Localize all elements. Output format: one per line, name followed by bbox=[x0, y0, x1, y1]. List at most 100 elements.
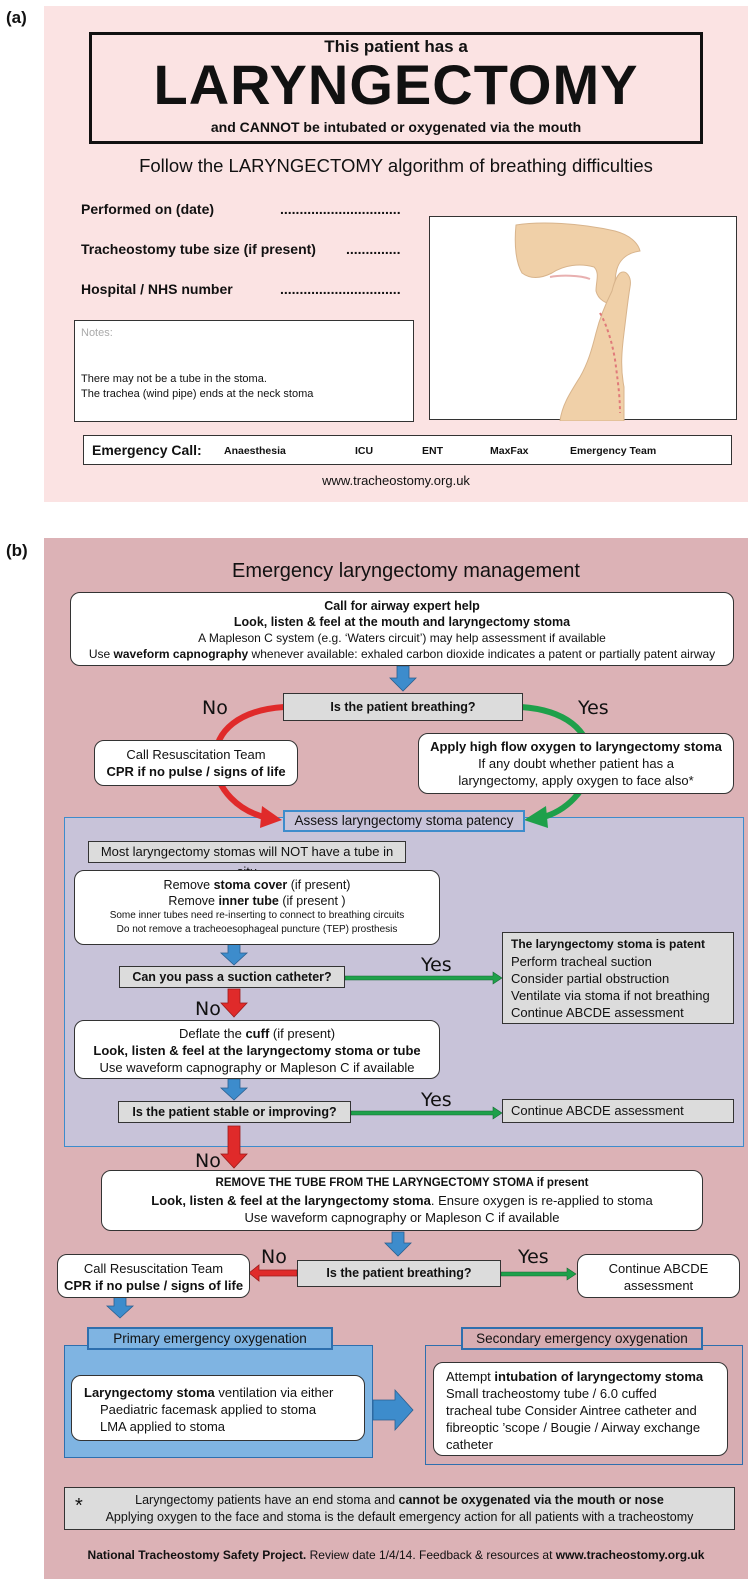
resus2-line-1: Call Resuscitation Team bbox=[83, 1261, 224, 1276]
remove-line-1: Remove stoma cover (if present) bbox=[75, 877, 439, 893]
assess-patency-header: Assess laryngectomy stoma patency bbox=[283, 810, 525, 832]
secondary-line-3: tracheal tube Consider Aintree catheter … bbox=[446, 1403, 697, 1418]
continue-abcde-box-1: Continue ABCDE assessment bbox=[502, 1099, 734, 1123]
footer-review: Review date 1/4/14. Feedback & resources… bbox=[306, 1548, 556, 1562]
oxygen-line-2: If any doubt whether patient has a bbox=[478, 756, 674, 771]
panel-b-footer: National Tracheostomy Safety Project. Re… bbox=[44, 1548, 748, 1562]
oxygen-line-1: Apply high flow oxygen to laryngectomy s… bbox=[430, 739, 722, 754]
emergency-ent: ENT bbox=[422, 445, 443, 457]
continue2-line-1: Continue ABCDE bbox=[608, 1261, 709, 1276]
no-label-stable: No bbox=[195, 1150, 221, 1172]
primary-line-1a: Laryngectomy stoma bbox=[84, 1385, 215, 1400]
resus-line-1: Call Resuscitation Team bbox=[126, 747, 266, 762]
remove-tube-box: REMOVE THE TUBE FROM THE LARYNGECTOMY ST… bbox=[101, 1170, 703, 1231]
question-suction: Can you pass a suction catheter? bbox=[119, 966, 345, 988]
notes-line-1: There may not be a tube in the stoma. bbox=[81, 373, 267, 385]
secondary-line-1a: Attempt bbox=[446, 1369, 495, 1384]
emergency-call-title: Emergency Call: bbox=[92, 442, 202, 458]
remove-line-1c: (if present) bbox=[287, 878, 351, 892]
call-expert-box: Call for airway expert help Look, listen… bbox=[70, 592, 734, 666]
remove-tube-line-1: REMOVE THE TUBE FROM THE LARYNGECTOMY ST… bbox=[215, 1177, 589, 1189]
panel-a-label: (a) bbox=[6, 8, 27, 27]
secondary-oxygenation-header: Secondary emergency oxygenation bbox=[461, 1327, 703, 1350]
remove-line-1b: stoma cover bbox=[213, 878, 288, 892]
remove-line-2: Remove inner tube (if present ) bbox=[75, 893, 439, 909]
panel-b-title: Emergency laryngectomy management bbox=[232, 560, 580, 582]
primary-line-1: Laryngectomy stoma ventilation via eithe… bbox=[84, 1384, 364, 1401]
banner-top-text: This patient has a bbox=[324, 37, 468, 56]
call-expert-line-4: Use waveform capnography whenever availa… bbox=[71, 646, 733, 662]
remove-line-1a: Remove bbox=[163, 878, 214, 892]
line-4-bold: waveform capnography bbox=[113, 647, 249, 661]
call-expert-line-3: A Mapleson C system (e.g. ‘Waters circui… bbox=[198, 631, 606, 645]
deflate-line-3: Use waveform capnography or Mapleson C i… bbox=[99, 1060, 415, 1075]
most-stomas-note: Most laryngectomy stomas will NOT have a… bbox=[88, 841, 406, 879]
patent-item-3: Ventilate via stoma if not breathing bbox=[511, 988, 710, 1003]
resuscitation-box-2: Call Resuscitation Team CPR if no pulse … bbox=[57, 1254, 250, 1298]
question-breathing-1: Is the patient breathing? bbox=[283, 693, 523, 721]
remove-tube-line-3: Use waveform capnography or Mapleson C i… bbox=[244, 1210, 560, 1225]
remove-line-4: Do not remove a tracheoesophageal punctu… bbox=[116, 924, 398, 935]
emergency-team: Emergency Team bbox=[570, 445, 657, 457]
primary-oxygenation-header: Primary emergency oxygenation bbox=[87, 1327, 333, 1350]
footnote-line-1: Laryngectomy patients have an end stoma … bbox=[65, 1492, 734, 1509]
secondary-line-4: fibreoptic ’scope / Bougie / Airway exch… bbox=[446, 1420, 701, 1435]
remove-tube-line-2b: . Ensure oxygen is re-applied to stoma bbox=[430, 1193, 653, 1208]
deflate-cuff-box: Deflate the cuff (if present) Look, list… bbox=[74, 1020, 440, 1079]
continue2-line-2: assessment bbox=[623, 1278, 694, 1293]
patent-title: The laryngectomy stoma is patent bbox=[511, 937, 706, 951]
footnote-line-2: Applying oxygen to the face and stoma is… bbox=[105, 1510, 694, 1524]
remove-line-2b: inner tube bbox=[218, 894, 279, 908]
field-tube-size-dots[interactable]: .............. bbox=[346, 241, 401, 257]
patent-item-2: Consider partial obstruction bbox=[511, 971, 670, 986]
patent-item-4: Continue ABCDE assessment bbox=[511, 1005, 684, 1020]
secondary-line-2: Small tracheostomy tube / 6.0 cuffed bbox=[446, 1386, 657, 1401]
call-expert-line-1: Call for airway expert help bbox=[324, 599, 480, 613]
oxygen-line-3: laryngectomy, apply oxygen to face also* bbox=[458, 773, 694, 788]
panel-b-label: (b) bbox=[6, 541, 28, 560]
high-flow-oxygen-box: Apply high flow oxygen to laryngectomy s… bbox=[418, 733, 734, 794]
call-expert-line-2: Look, listen & feel at the mouth and lar… bbox=[233, 615, 571, 629]
footer-project: National Tracheostomy Safety Project. bbox=[87, 1548, 307, 1562]
footnote-star: * bbox=[75, 1495, 83, 1517]
deflate-line-2: Look, listen & feel at the laryngectomy … bbox=[93, 1043, 421, 1058]
banner-bottom-text: and CANNOT be intubated or oxygenated vi… bbox=[210, 119, 582, 135]
resus-line-2: CPR if no pulse / signs of life bbox=[106, 764, 286, 779]
remove-line-3: Some inner tubes need re-inserting to co… bbox=[109, 910, 405, 921]
deflate-line-1b: cuff bbox=[245, 1026, 270, 1041]
primary-oxygenation-box: Laryngectomy stoma ventilation via eithe… bbox=[71, 1375, 365, 1441]
primary-line-3: LMA applied to stoma bbox=[100, 1419, 226, 1434]
emergency-maxfax: MaxFax bbox=[490, 445, 529, 457]
continue-abcde-box-2: Continue ABCDE assessment bbox=[577, 1254, 740, 1298]
footnote-line-1a: Laryngectomy patients have an end stoma … bbox=[135, 1493, 399, 1507]
deflate-line-1: Deflate the cuff (if present) bbox=[75, 1025, 439, 1042]
remove-line-2a: Remove bbox=[168, 894, 219, 908]
footnote-line-1b: cannot be oxygenated via the mouth or no… bbox=[398, 1493, 664, 1507]
field-hospital-dots[interactable]: ............................... bbox=[280, 281, 401, 297]
field-tube-size-label: Tracheostomy tube size (if present) bbox=[81, 241, 316, 257]
remove-tube-line-2a: Look, listen & feel at the laryngectomy … bbox=[151, 1193, 431, 1208]
no-label-2: No bbox=[261, 1246, 287, 1268]
stoma-patent-box: The laryngectomy stoma is patent Perform… bbox=[502, 932, 734, 1024]
deflate-line-1a: Deflate the bbox=[178, 1026, 246, 1041]
primary-line-1b: ventilation via either bbox=[214, 1385, 334, 1400]
notes-box[interactable]: Notes: There may not be a tube in the st… bbox=[74, 320, 414, 422]
field-date-dots[interactable]: ............................... bbox=[280, 201, 401, 217]
laryngectomy-anatomy-illustration bbox=[514, 222, 641, 421]
no-label-suction: No bbox=[195, 998, 221, 1020]
field-hospital-label: Hospital / NHS number bbox=[81, 281, 233, 297]
question-breathing-2: Is the patient breathing? bbox=[297, 1260, 501, 1287]
follow-algorithm-text: Follow the LARYNGECTOMY algorithm of bre… bbox=[139, 155, 653, 176]
secondary-line-1b: intubation of laryngectomy stoma bbox=[494, 1369, 704, 1384]
field-date-label: Performed on (date) bbox=[81, 201, 215, 217]
yes-label-1: Yes bbox=[578, 697, 609, 719]
emergency-call-bar: Emergency Call: Anaesthesia ICU ENT MaxF… bbox=[83, 435, 732, 465]
yes-label-2: Yes bbox=[518, 1246, 549, 1268]
banner-main-title: LARYNGECTOMY bbox=[153, 53, 639, 116]
panel-a-url[interactable]: www.tracheostomy.org.uk bbox=[322, 473, 470, 488]
line-4-suffix: whenever available: exhaled carbon dioxi… bbox=[248, 647, 716, 661]
remove-tube-line-2: Look, listen & feel at the laryngectomy … bbox=[102, 1192, 702, 1209]
primary-line-2: Paediatric facemask applied to stoma bbox=[100, 1402, 317, 1417]
footer-url[interactable]: www.tracheostomy.org.uk bbox=[555, 1548, 705, 1562]
question-stable: Is the patient stable or improving? bbox=[118, 1101, 351, 1123]
